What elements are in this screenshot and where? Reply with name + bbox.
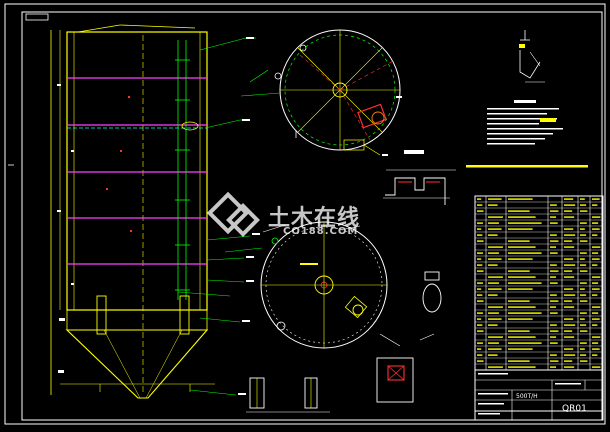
technical-notes — [487, 100, 563, 145]
stiffener-rings — [67, 77, 207, 265]
channel-section-detail — [383, 150, 456, 205]
roof-plan-view — [240, 29, 402, 156]
hole-detail — [422, 271, 442, 313]
drawing-number: QR01 — [562, 404, 587, 414]
title-block: 500T/H QR01 — [474, 369, 604, 421]
weld-detail — [519, 30, 545, 83]
level-nozzles — [175, 40, 190, 300]
watermark-subtext: CO188.COM — [283, 226, 359, 237]
support-leg-right — [179, 295, 190, 335]
anchor-box-detail — [376, 333, 435, 403]
table-caption-line — [466, 165, 588, 168]
sheet-inner-border — [21, 11, 603, 421]
corner-stamp — [25, 13, 49, 21]
watermark-logo — [206, 191, 260, 237]
bottom-plan-view — [260, 221, 401, 349]
sheet-outer-border — [4, 3, 606, 425]
watermark-text: 土木在线 — [268, 206, 361, 231]
silo-elevation-view — [50, 24, 260, 399]
cone-hopper — [65, 329, 209, 399]
parts-list-table — [474, 195, 604, 412]
bracket-detail — [246, 377, 330, 413]
title-block-small-text: 500T/H — [516, 393, 538, 400]
support-leg-left — [96, 295, 107, 335]
